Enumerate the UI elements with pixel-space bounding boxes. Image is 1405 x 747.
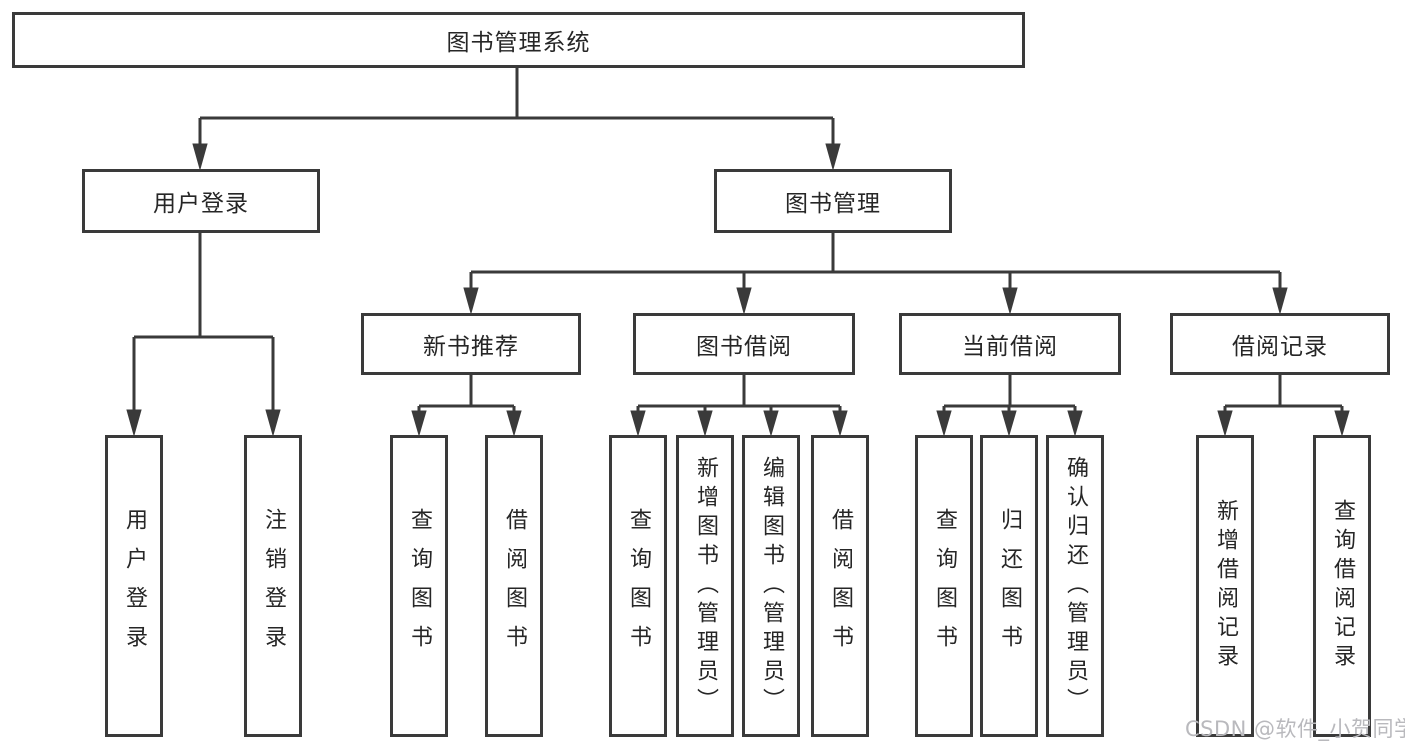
node-new-book-recommend-label: 新书推荐 <box>423 334 519 360</box>
leaf-return-books: 归还图书 <box>980 435 1038 737</box>
leaf-edit-books-admin-label: 编辑图书（管理员） <box>759 455 784 717</box>
node-book-borrowing-label: 图书借阅 <box>696 334 792 360</box>
leaf-borrow-books-2: 借阅图书 <box>811 435 869 737</box>
leaf-add-books-admin-label: 新增图书（管理员） <box>693 455 718 717</box>
node-new-book-recommend: 新书推荐 <box>361 313 581 375</box>
node-current-borrowing-label: 当前借阅 <box>962 334 1058 360</box>
node-user-login: 用户登录 <box>82 169 320 233</box>
leaf-borrow-books-2-label: 借阅图书 <box>828 508 853 664</box>
node-user-login-label: 用户登录 <box>153 191 249 217</box>
leaf-query-books-3: 查询图书 <box>915 435 973 737</box>
watermark-text: CSDN @软件_小贺同学 <box>1185 717 1405 741</box>
node-book-management-label: 图书管理 <box>785 191 881 217</box>
node-root-label: 图书管理系统 <box>446 30 591 56</box>
leaf-return-books-label: 归还图书 <box>997 508 1022 664</box>
leaf-query-books-2-label: 查询图书 <box>626 508 651 664</box>
leaf-query-borrow-record: 查询借阅记录 <box>1313 435 1371 737</box>
leaf-add-books-admin: 新增图书（管理员） <box>676 435 734 737</box>
leaf-query-books-2: 查询图书 <box>609 435 667 737</box>
leaf-add-borrow-record: 新增借阅记录 <box>1196 435 1254 737</box>
leaf-borrow-books-1: 借阅图书 <box>485 435 543 737</box>
leaf-logout-label: 注销登录 <box>261 508 286 664</box>
leaf-query-borrow-record-label: 查询借阅记录 <box>1330 499 1355 673</box>
node-root: 图书管理系统 <box>12 12 1025 68</box>
leaf-confirm-return-admin-label: 确认归还（管理员） <box>1063 455 1088 717</box>
node-current-borrowing: 当前借阅 <box>899 313 1121 375</box>
leaf-query-books-1: 查询图书 <box>390 435 448 737</box>
leaf-query-books-1-label: 查询图书 <box>407 508 432 664</box>
node-book-management: 图书管理 <box>714 169 952 233</box>
node-borrow-records-label: 借阅记录 <box>1232 334 1328 360</box>
leaf-user-login: 用户登录 <box>105 435 163 737</box>
leaf-confirm-return-admin: 确认归还（管理员） <box>1046 435 1104 737</box>
leaf-add-borrow-record-label: 新增借阅记录 <box>1213 499 1238 673</box>
leaf-user-login-label: 用户登录 <box>122 508 147 664</box>
node-borrow-records: 借阅记录 <box>1170 313 1390 375</box>
node-book-borrowing: 图书借阅 <box>633 313 855 375</box>
leaf-logout: 注销登录 <box>244 435 302 737</box>
leaf-query-books-3-label: 查询图书 <box>932 508 957 664</box>
watermark: CSDN @软件_小贺同学 <box>1185 713 1405 743</box>
leaf-borrow-books-1-label: 借阅图书 <box>502 508 527 664</box>
leaf-edit-books-admin: 编辑图书（管理员） <box>742 435 800 737</box>
